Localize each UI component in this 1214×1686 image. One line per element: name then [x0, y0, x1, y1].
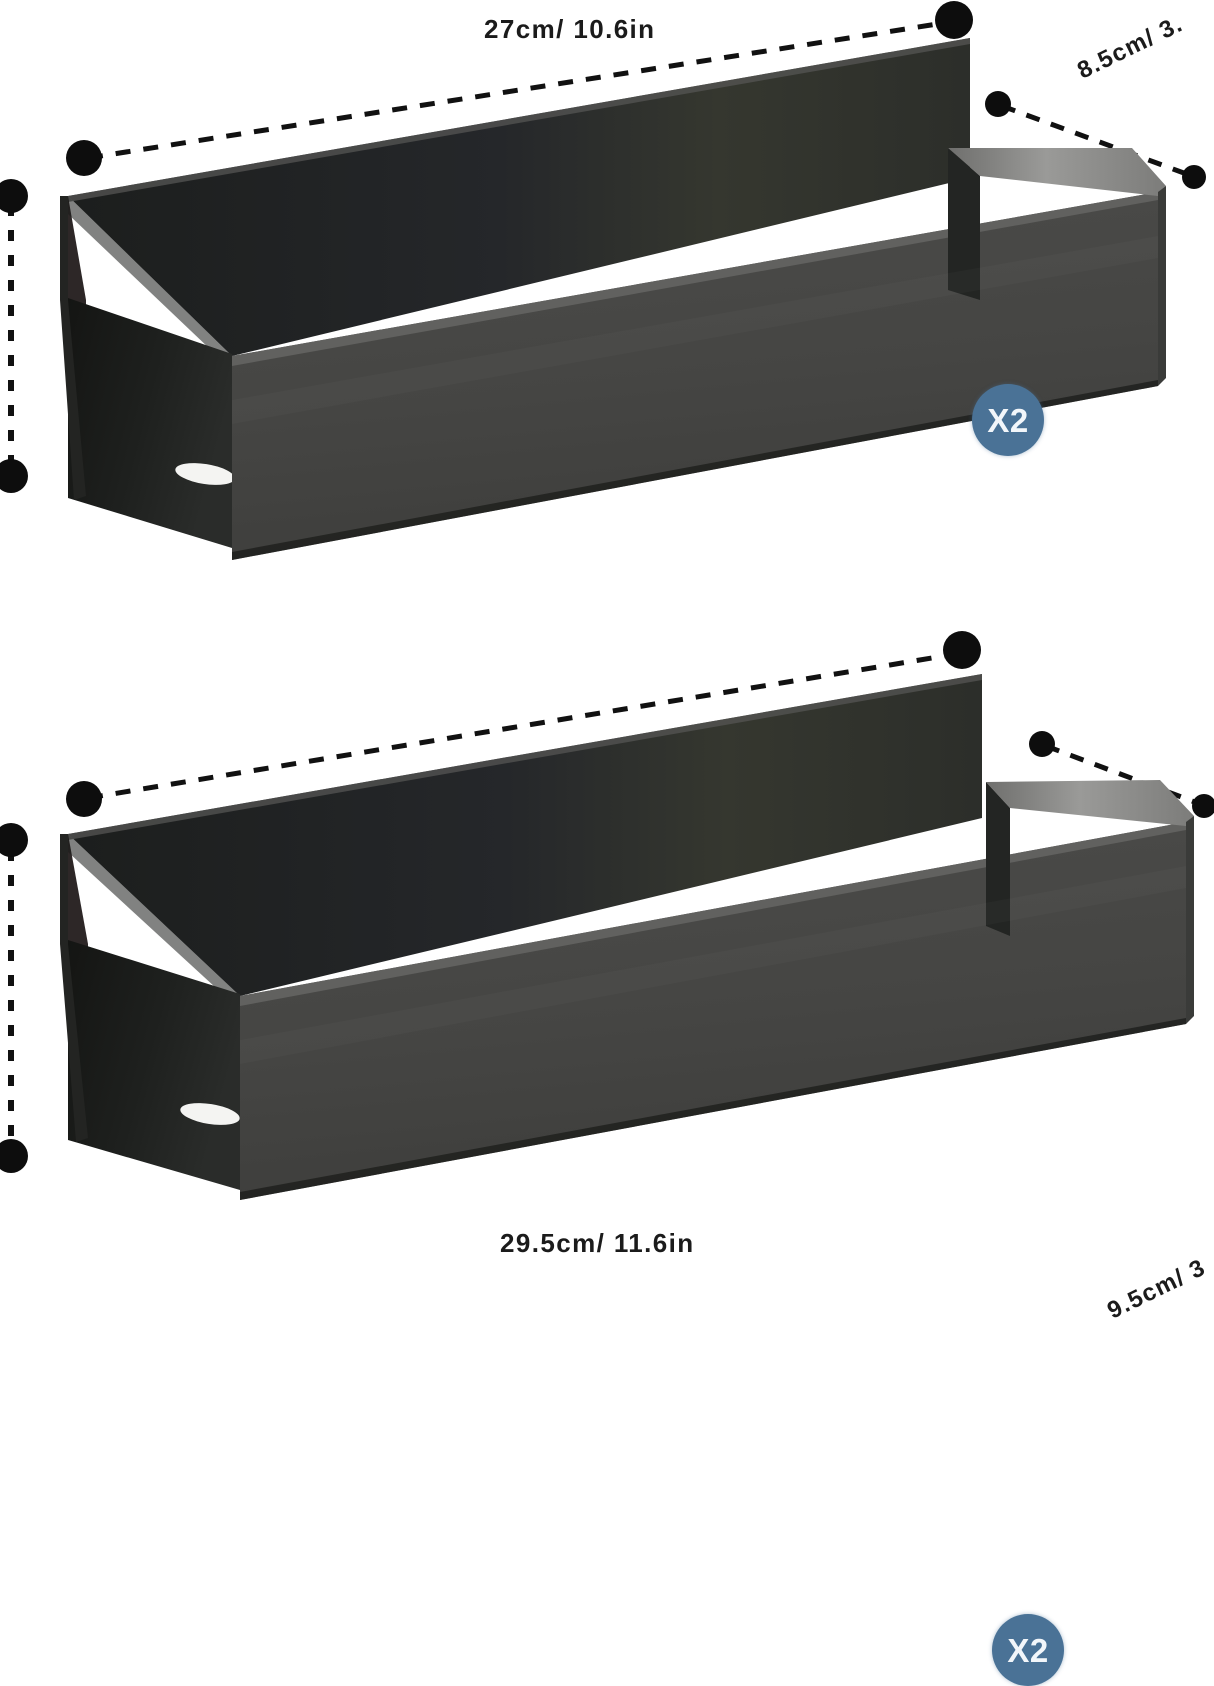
shelf-small-illustration [0, 1, 1206, 560]
shelf-inner-corner-shade [68, 834, 240, 1010]
shelf-front-top-edge [240, 822, 1186, 1006]
shelf-front-top-edge [232, 192, 1158, 366]
shelf-right-rim [948, 148, 1166, 196]
shelf-back-wall-top-edge [68, 38, 970, 202]
shelf-right-end-panel [1186, 816, 1194, 1024]
shelf-large-illustration [0, 631, 1214, 1200]
product-figure-shelf-large: 29.5cm/ 11.6in 9.5cm/ 3 X2 [0, 600, 1214, 1686]
dimension-line-height-shelf-large [0, 823, 28, 1173]
dimension-line-width-shelf-small [66, 1, 973, 176]
shelf-front-bottom-edge [240, 1018, 1186, 1200]
shelf-back-wall-top-edge [68, 674, 982, 840]
shelf-left-outer-wall [60, 196, 86, 500]
drain-slot-icon [175, 463, 235, 485]
quantity-badge-shelf-small: X2 [972, 384, 1044, 456]
dimension-label-width-shelf-large: 29.5cm/ 11.6in [500, 1228, 695, 1258]
dimension-line-depth-shelf-small [985, 91, 1206, 189]
dimension-line-height-shelf-small [0, 179, 28, 493]
shelf-left-cavity [68, 298, 232, 548]
quantity-badge-label: X2 [987, 401, 1029, 439]
dimension-line-width-shelf-large [66, 631, 981, 817]
drain-slot-icon [180, 1103, 240, 1125]
dimension-label-width-shelf-small: 27cm/ 10.6in [484, 14, 656, 44]
product-figure-shelf-small: 27cm/ 10.6in 8.5cm/ 3. X2 [0, 0, 1214, 600]
shelf-front-panel [240, 822, 1186, 1200]
shelf-right-rim [986, 780, 1194, 826]
shelf-back-wall [68, 38, 970, 356]
shelf-right-end-panel [1158, 186, 1166, 386]
shelf-left-cavity [68, 940, 240, 1190]
shelf-body-large [60, 674, 1194, 1200]
dimension-label-depth-shelf-large: 9.5cm/ 3 [1103, 1253, 1211, 1325]
shelf-back-wall [68, 674, 982, 996]
quantity-badge-shelf-large: X2 [992, 1614, 1064, 1686]
quantity-badge-label: X2 [1007, 1631, 1049, 1669]
shelf-body-small [60, 38, 1166, 560]
shelf-front-panel [232, 192, 1158, 560]
shelf-front-bottom-edge [232, 380, 1158, 560]
shelf-inner-corner-shade [68, 196, 232, 370]
shelf-left-outer-wall [60, 834, 88, 1142]
dimension-line-depth-shelf-large [1029, 731, 1214, 818]
shelf-right-inner-wall [986, 782, 1010, 936]
shelf-right-inner-wall [948, 148, 980, 300]
